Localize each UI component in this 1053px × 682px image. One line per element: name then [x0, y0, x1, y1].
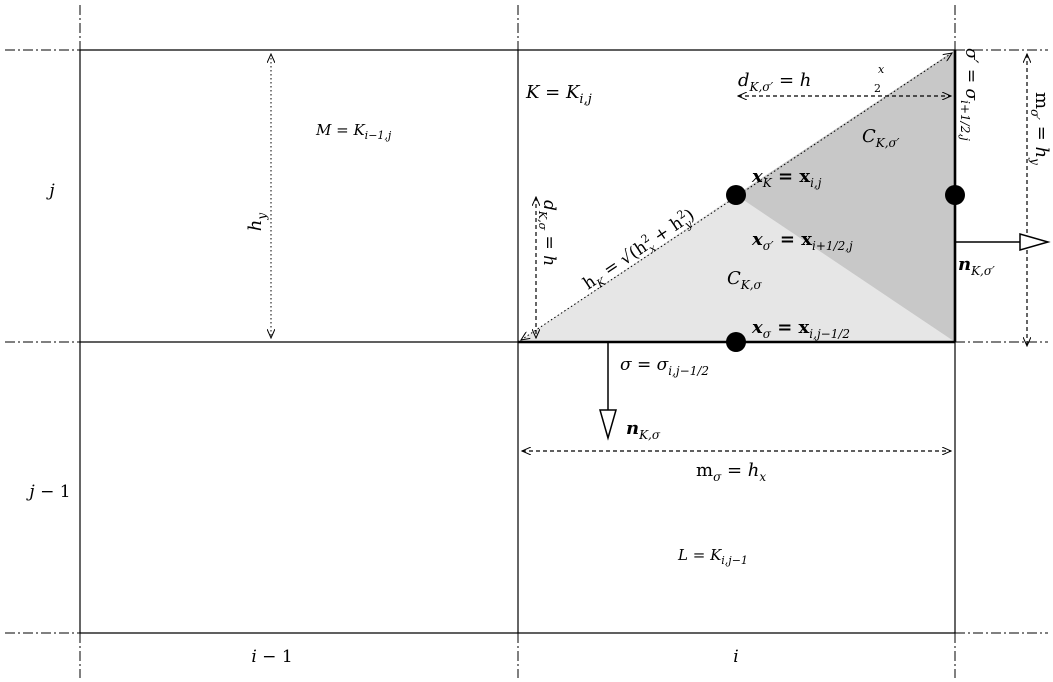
row-label-j: j: [45, 181, 55, 201]
dimension-label-hy: hy: [245, 213, 269, 232]
dimension-label-m-sigma-prime: mσ′ = hy: [1028, 92, 1052, 165]
mesh-grid: [79, 49, 956, 634]
column-label-i: i: [733, 647, 738, 667]
point-x-sigma: [726, 332, 746, 352]
normal-arrow-n-sigma-prime: [955, 233, 1051, 251]
grid-extension-lines: [5, 5, 1048, 678]
edge-label-sigma-prime: σ′ = σi+1/2,j: [958, 48, 981, 141]
column-label-i-minus-1: i − 1: [251, 647, 292, 667]
point-x-sigma-prime: [945, 185, 965, 205]
edge-label-sigma: σ = σi,j−1/2: [620, 355, 709, 378]
normal-label-n-sigma-prime: nK,σ′: [958, 254, 995, 278]
point-label-x-sigma-prime: xσ′ = xi+1/2,j: [751, 229, 853, 253]
cell-label-l: L = Ki,j−1: [677, 546, 748, 567]
subcell-label-c-sigma: CK,σ: [727, 268, 763, 292]
svg-text:dK,σ′ = h: dK,σ′ = h: [738, 70, 811, 94]
cell-label-k: K = Ki,j: [525, 82, 592, 107]
svg-text:x: x: [878, 63, 885, 76]
point-label-x-sigma: xσ = xi,j−1/2: [751, 317, 850, 341]
normal-label-n-sigma: nK,σ: [626, 418, 661, 442]
fraction-d-sigma-prime: x 2: [874, 63, 885, 95]
normal-arrow-n-sigma: [599, 342, 617, 441]
cell-label-m: M = Ki−1,j: [315, 121, 392, 142]
dimension-label-d-sigma: dK,σ = h: [536, 200, 559, 266]
row-label-j-minus-1: j − 1: [25, 482, 70, 502]
dimension-label-d-sigma-prime: dK,σ′ = h: [738, 70, 811, 94]
svg-text:2: 2: [874, 82, 881, 95]
subcell-label-c-sigma-prime: CK,σ′: [862, 126, 900, 150]
dimension-label-m-sigma: mσ = hx: [696, 460, 766, 484]
point-label-x-k: xK = xi,j: [751, 166, 822, 190]
point-x-k: [726, 185, 746, 205]
